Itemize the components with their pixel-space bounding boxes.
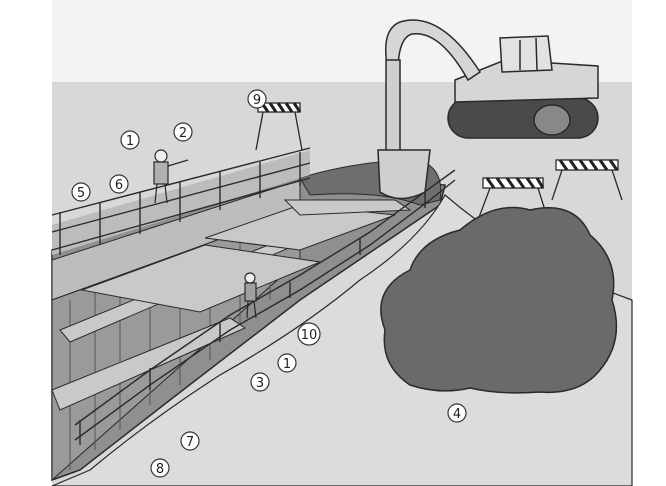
svg-text:1: 1 [283,357,291,372]
strut-beam [283,199,412,216]
excavator-bucket [377,149,431,200]
spoil-pile [380,206,618,394]
callout-1-lower: 1 [277,353,297,373]
trench [51,159,446,482]
svg-text:6: 6 [115,178,123,193]
excavator-cab [499,35,553,73]
callout-6: 6 [109,174,129,194]
guardrail-near [74,169,456,445]
callout-9: 9 [247,89,267,109]
barricade [551,159,623,201]
excavator-body [454,59,599,103]
supervisor-worker [153,149,189,204]
svg-text:9: 9 [253,93,261,108]
svg-text:5: 5 [77,186,85,201]
excavator [377,19,599,200]
callout-4: 4 [447,403,467,423]
callout-7: 7 [180,431,200,451]
svg-text:2: 2 [179,126,187,141]
svg-text:10: 10 [301,328,318,343]
right-margin [632,0,666,486]
svg-text:4: 4 [453,407,461,422]
strut-beam [51,317,247,411]
svg-text:7: 7 [186,435,194,450]
callout-5: 5 [71,182,91,202]
strut-beam [204,204,396,251]
callout-2: 2 [173,122,193,142]
excavator-tracks [447,97,599,139]
callout-3: 3 [250,372,270,392]
svg-text:1: 1 [126,134,134,149]
callout-8: 8 [150,458,170,478]
guardrail-far [51,147,311,255]
svg-text:3: 3 [256,376,264,391]
callout-10: 10 [297,322,321,346]
trench-worker [244,272,257,319]
callout-1-upper: 1 [120,130,140,150]
svg-text:8: 8 [156,462,164,477]
